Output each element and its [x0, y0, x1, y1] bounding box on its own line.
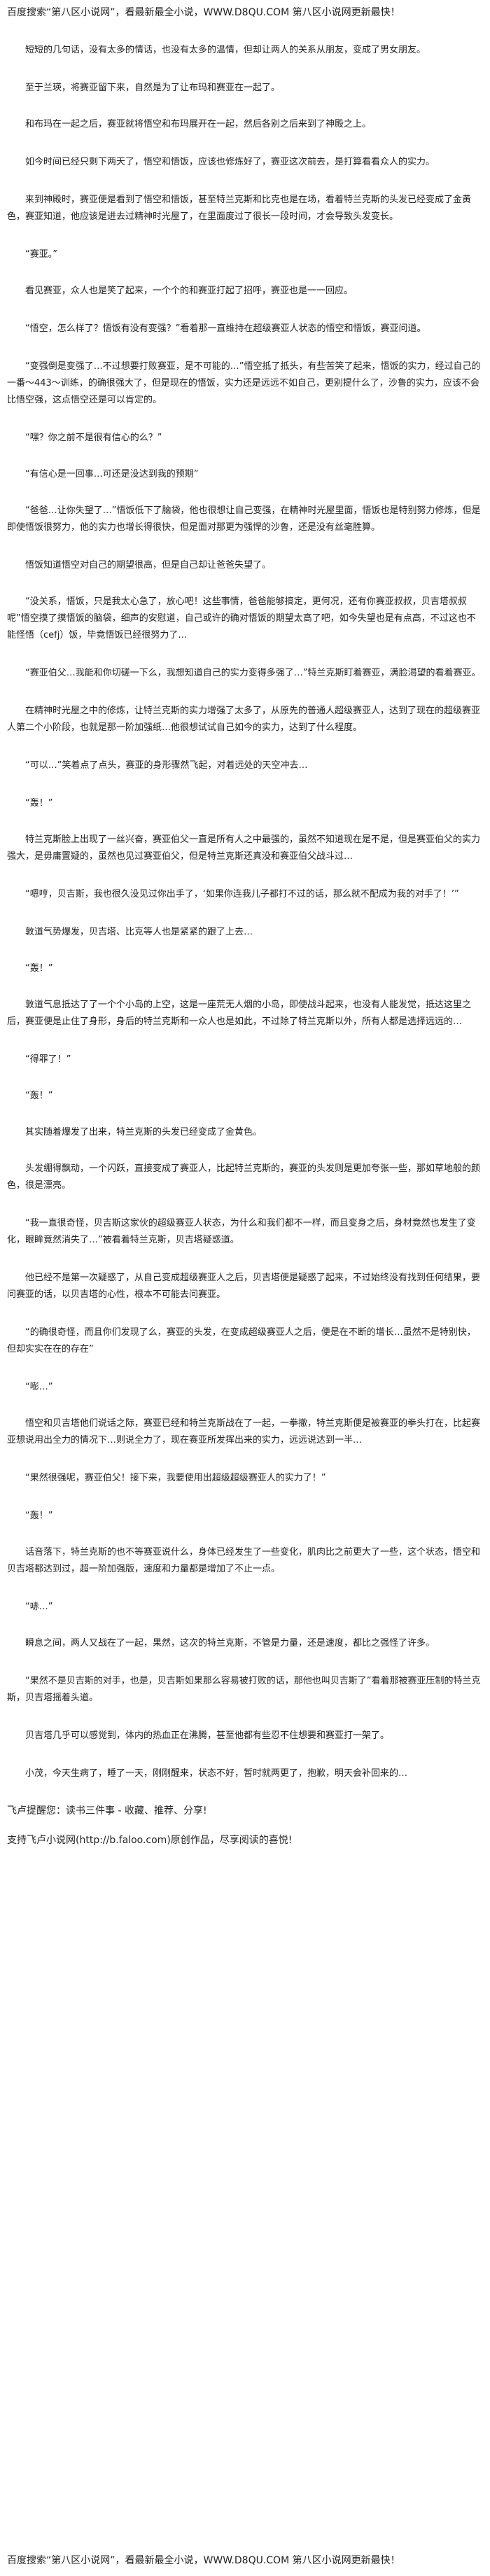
paragraph: 敦道气势爆发，贝吉塔、比克等人也是紧紧的跟了上去…	[25, 927, 253, 937]
paragraph: 特兰克斯脸上出现了一丝兴奋，赛亚伯父一直是所有人之中最强的，虽然不知道现在是不是…	[7, 834, 481, 862]
paragraph: “爸爸…让你失望了…”悟饭低下了脑袋，他也很想让自己变强，在精神时光屋里面，悟饭…	[7, 505, 481, 533]
paragraph: “果然不是贝吉斯的对手，也是，贝吉斯如果那么容易被打败的话，那他也叫贝吉斯了”看…	[7, 1676, 481, 1703]
paragraph: 至于兰瑛，将赛亚留下来，自然是为了让布玛和赛亚在一起了。	[25, 83, 281, 93]
support-link[interactable]: 支持飞卢小说网(http://b.faloo.com)原创作品，尽享阅读的喜悦!	[7, 1835, 293, 1846]
paragraph: “轰！”	[25, 1511, 53, 1521]
paragraph: 他已经不是第一次疑惑了，从自己变成超级赛亚人之后，贝吉塔便是疑惑了起来，不过始终…	[7, 1273, 481, 1300]
chapter-content: 短短的几句话，没有太多的情话，也没有太多的温情，但却让两人的关系从朋友，变成了男…	[7, 42, 483, 1782]
paragraph: “嗯哼，贝吉斯，我也很久没见过你出手了，‘如果你连我儿子都打不过的话，那么就不配…	[25, 889, 459, 899]
paragraph: 悟空和贝吉塔他们说话之际，赛亚已经和特兰克斯战在了一起，一拳撤，特兰克斯便是被赛…	[7, 1418, 481, 1446]
paragraph: “悟空，怎么样了？悟饭有没有变强？”看着那一直维持在超级赛亚人状态的悟空和悟饭，…	[25, 323, 426, 334]
paragraph: “果然很强呢，赛亚伯父！接下来，我要使用出超级超级赛亚人的实力了！”	[25, 1473, 326, 1483]
paragraph: “轰！”	[25, 798, 53, 808]
top-banner: 百度搜索“第八区小说网”，看最新最全小说，WWW.D8QU.COM 第八区小说网…	[7, 7, 400, 18]
bottom-banner: 百度搜索“第八区小说网”，看最新最全小说，WWW.D8QU.COM 第八区小说网…	[7, 2555, 400, 2566]
paragraph: 在精神时光屋之中的修炼，让特兰克斯的实力增强了太多了，从原先的普通人超级赛亚人，…	[7, 706, 481, 733]
paragraph: 来到神殿时，赛亚便是看到了悟空和悟饭，甚至特兰克斯和比克也是在场，看着特兰克斯的…	[7, 195, 472, 222]
paragraph: “哧…”	[25, 1602, 53, 1612]
paragraph: 悟饭知道悟空对自己的期望很高，但是自己却让爸爸失望了。	[25, 560, 272, 570]
paragraph: 话音落下，特兰克斯的也不等赛亚说什么，身体已经发生了一些变化，肌肉比之前更大了一…	[7, 1547, 481, 1574]
paragraph: 看见赛亚，众人也是笑了起来，一个个的和赛亚打起了招呼，赛亚也是一一回应。	[25, 286, 354, 296]
paragraph: “嘿？你之前不是很有信心的么？”	[25, 433, 162, 443]
paragraph: “变强倒是变强了…不过想要打败赛亚，是不可能的…”悟空抵了抵头，有些苦笑了起来，…	[7, 361, 481, 405]
paragraph: 其实随着爆发了出来，特兰克斯的头发已经变成了金黄色。	[25, 1127, 262, 1138]
paragraph: “没关系，悟饭，只是我太心急了，放心吧！这些事情，爸爸能够搞定，更何况，还有你赛…	[7, 596, 476, 640]
paragraph: “赛亚伯父…我能和你切磋一下么，我想知道自己的实力变得多强了…”特兰克斯盯着赛亚…	[25, 668, 481, 678]
paragraph: 如今时间已经只剩下两天了，悟空和悟饭，应该也修炼好了，赛亚这次前去，是打算看看众…	[25, 157, 435, 167]
paragraph: 和布玛在一起之后，赛亚就将悟空和布玛展开在一起，然后各别之后来到了神殿之上。	[25, 119, 372, 130]
paragraph: “嘭…”	[25, 1382, 53, 1392]
paragraph: 敦道气息抵达了了一个个小岛的上空，这是一座荒无人烟的小岛，即使战斗起来，也没有人…	[7, 1000, 472, 1027]
paragraph: “的确很奇怪，而且你们发现了么，赛亚的头发，在变成超级赛亚人之后，便是在不断的增…	[7, 1327, 476, 1354]
paragraph: “赛亚。”	[25, 249, 57, 260]
footer-note: 飞卢提醒您：读书三件事 - 收藏、推荐、分享!	[7, 1805, 207, 1816]
paragraph: 头发绷得飘动，一个闪跃，直接变成了赛亚人，比起特兰克斯的，赛亚的头发则是更加夸张…	[7, 1163, 481, 1191]
paragraph: “我一直很奇怪，贝吉斯这家伙的超级赛亚人状态，为什么和我们都不一样，而且变身之后…	[7, 1218, 476, 1245]
paragraph: “轰！”	[25, 1091, 53, 1101]
paragraph: “有信心是一回事…可还是没达到我的预期”	[25, 469, 199, 479]
paragraph: “轰！”	[25, 963, 53, 974]
paragraph: “可以…”笑着点了点头，赛亚的身形骤然飞起，对着远处的天空冲去…	[25, 760, 308, 771]
paragraph: 短短的几句话，没有太多的情话，也没有太多的温情，但却让两人的关系从朋友，变成了男…	[25, 45, 426, 55]
paragraph: “得罪了！”	[25, 1054, 71, 1065]
paragraph: 小茂，今天生病了，睡了一天，刚刚醒来，状态不好，暂时就两更了，抱歉，明天会补回来…	[25, 1768, 408, 1779]
paragraph: 瞬息之间，两人又战在了一起，果然，这次的特兰克斯，不管是力量，还是速度，都比之强…	[25, 1638, 435, 1648]
paragraph: 贝吉塔几乎可以感觉到，体内的热血正在沸腾，甚至他都有些忍不住想要和赛亚打一架了。	[25, 1730, 390, 1741]
